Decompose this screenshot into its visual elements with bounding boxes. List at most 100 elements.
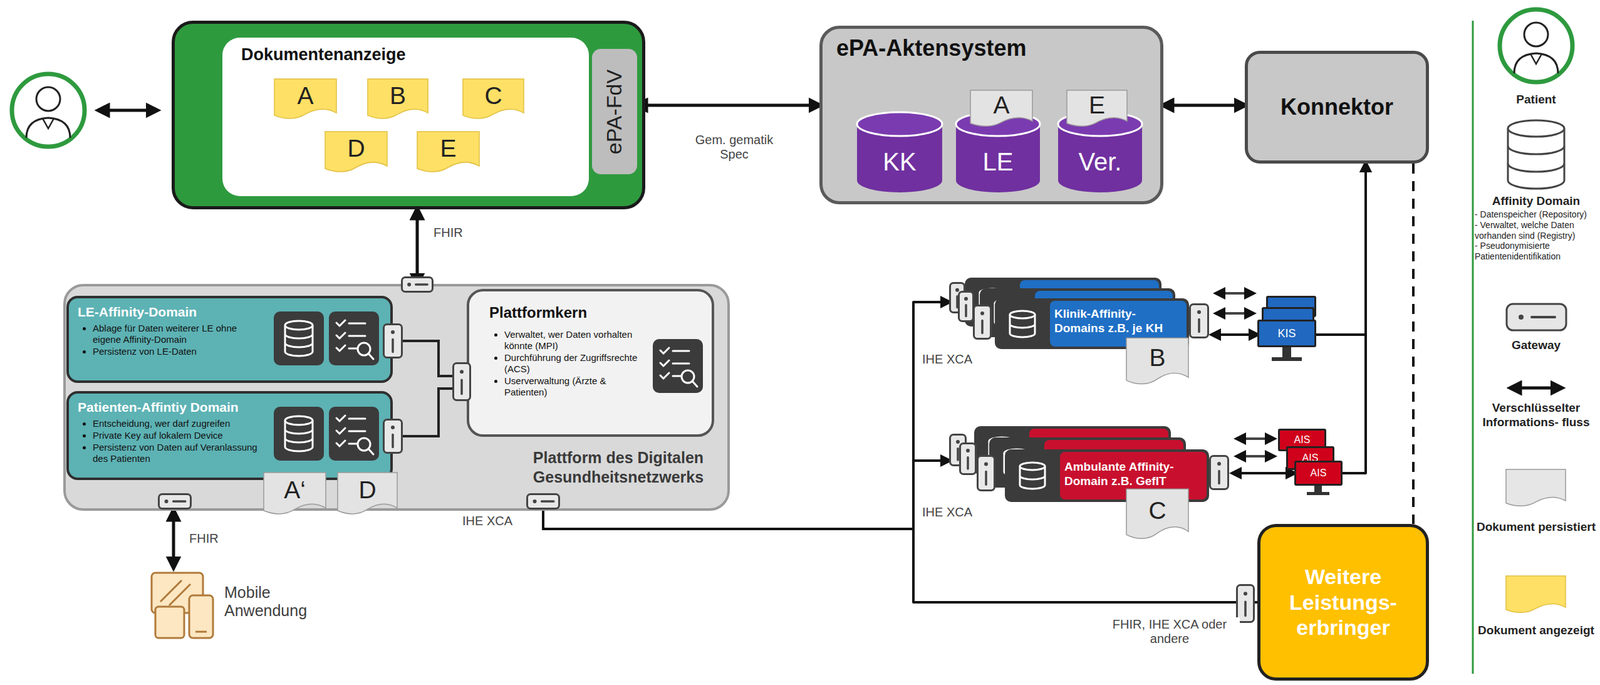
node-title: C [484,82,502,110]
node-title: Plattformkern [489,303,650,322]
connector [1412,163,1415,524]
document-stored: E [1066,89,1128,128]
bullet-text: Persistenz von Daten auf Veranlassung de… [92,441,265,465]
node-title: Plattform des Digitalen Gesundheitsnetzw… [511,447,725,488]
gateway [976,454,996,492]
mobile-app: Mobile Anwendung [147,566,330,641]
bullet-text: Ablage für Daten weiterer LE ohne eigene… [92,322,265,346]
connector [1212,333,1258,336]
gateway-mark [402,278,432,291]
node-title: A‘ [283,476,306,504]
gateway-mark [961,444,975,473]
legend-description: - Datenspeicher (Repository)- Verwaltet,… [1474,209,1599,262]
connector-label: Gem. gematik Spec [689,132,780,162]
gateway-mark [978,456,994,490]
database-cylinder: KK [855,110,945,195]
mobile-devices-icon [151,572,213,638]
node-title: D [347,134,365,163]
document-stored: D [337,471,398,516]
node-title: KK [882,147,916,177]
node-title: LE-Affinity-Domain [77,304,265,320]
connector [637,103,820,108]
domain-icons [273,311,381,367]
patient-icon [11,73,85,147]
gateway [959,442,977,475]
connector-label: FHIR, IHE XCA oder andere [1099,617,1240,646]
legend-text: Affinity Domain [1475,194,1597,209]
gateway [526,493,561,510]
connector [1163,103,1245,108]
document-shown: E [416,130,480,174]
connector [1342,163,1366,473]
connector [1232,471,1295,475]
document-stored: A‘ [263,471,327,516]
connector [1316,163,1366,335]
gateway [382,418,403,454]
node-title: Weitere Leistungs- erbringer [1271,563,1416,641]
core-icon [652,338,703,395]
document-shape [1505,575,1567,614]
connector-label: IHE XCA [920,504,974,520]
affinity-domain: Patienten-Affintiy DomainEntscheidung, w… [66,390,393,480]
legend-arrow [1511,386,1562,390]
document-stored: B [1125,337,1190,386]
patient-arrow [98,109,157,113]
document-stored: C [1125,488,1190,541]
gateway-mark [159,494,190,508]
node-title: Mobile Anwendung [224,583,331,620]
legend-text: Dokument persistiert [1475,519,1597,535]
legend-database-icon [1507,120,1565,189]
node-title: B [1148,343,1166,372]
node-title: Dokumentenanzeige [241,45,406,65]
monitor: AIS [1294,460,1343,486]
node-title: Klinik-Affinity- Domains z.B. je KH [1054,306,1186,336]
connector-label: IHE XCA [461,513,514,529]
connector-label: FHIR [432,225,465,240]
platform-core: PlattformkernVerwaltet, wer Daten vorhal… [466,288,715,437]
node-title: Ver. [1078,147,1123,177]
node-title: AIS [1294,434,1311,446]
document-shown: B [367,78,429,121]
node-title: E [1088,91,1106,120]
affinity-domain: LE-Affinity-DomainAblage für Daten weite… [66,295,393,383]
document-shown: A [273,78,338,121]
legend-swatch [1505,575,1567,614]
connector [172,510,176,567]
legend-text: Patient [1475,92,1597,108]
legend-text: Gateway [1475,338,1597,353]
connector-box: Konnektor [1244,50,1429,164]
platform-box: Plattform des Digitalen Gesundheitsnetzw… [63,283,730,511]
provider-box: Weitere Leistungs- erbringer [1257,523,1429,681]
document-shown: C [462,78,525,121]
legend-divider [1472,20,1475,674]
node-title: Patienten-Affintiy Domain [77,399,265,415]
record-system: ePA-AktensystemKKLEVer.AE [819,25,1164,205]
app-frame: DokumentenanzeigeAB C D EePA-FdV [171,20,646,210]
gateway [972,304,992,340]
node-title: Konnektor [1280,93,1394,121]
connector [415,209,420,284]
bullet-text: Verwaltet, wer Daten vorhalten könnte (M… [504,328,650,352]
node-title: A [992,91,1010,120]
monitor: KIS [1257,295,1317,365]
node-title: ePA-FdV [602,68,628,154]
gateway-mark [959,292,973,321]
bullet-text: Private Key auf lokalem Device [92,429,265,442]
bullet-text: Entscheidung, wer darf zugreifen [92,417,265,430]
outpatient-domain: Ambulante Affinity- Domain z.B. GefIT [949,425,1233,504]
legend-gateway-icon [1506,303,1567,331]
gateway [1189,303,1210,339]
document-shown: D [324,130,388,174]
legend-note: - Pseudonymisierte Patientenidentifikati… [1474,240,1599,262]
connector-label: FHIR [187,531,220,546]
document-shape [1505,468,1567,508]
gateway-mark [384,420,401,452]
gateway-mark [384,325,401,357]
node-title: C [1148,496,1166,525]
legend-text: Dokument angezeigt [1475,623,1597,638]
bullet-text: Persistenz von LE-Daten [92,345,265,358]
node-title: LE [982,147,1014,177]
connector-label: IHE XCA [920,352,974,367]
gateway-mark [454,363,470,400]
